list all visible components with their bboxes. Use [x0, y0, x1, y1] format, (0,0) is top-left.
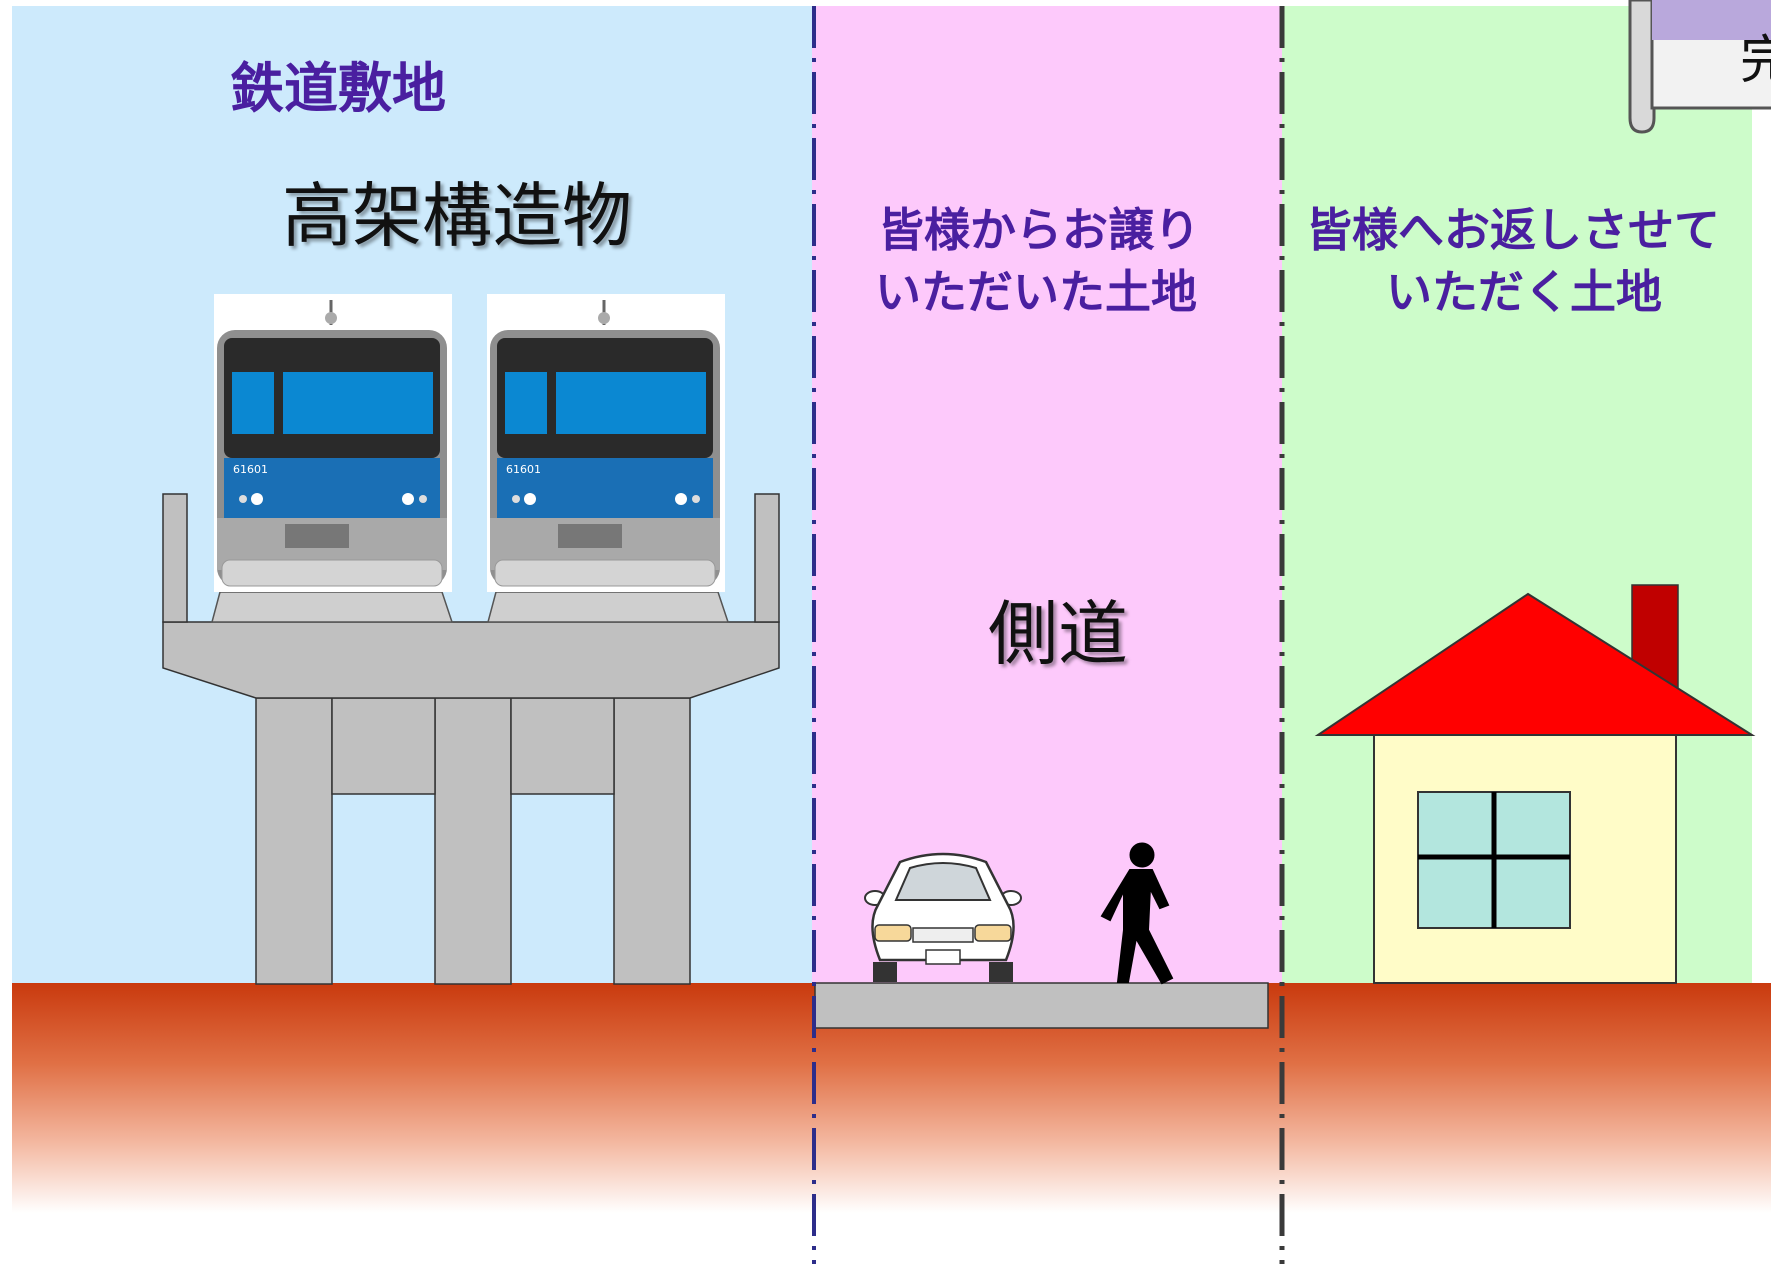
returned-land-caption-line1: 皆様へお返しさせて [1306, 203, 1720, 257]
acquired-land-zone [812, 6, 1282, 986]
completion-banner [1628, 0, 1771, 134]
viaduct-beam [510, 697, 615, 795]
side-road-label: 側道 [988, 593, 1128, 675]
train-number: 61601 [233, 463, 268, 476]
viaduct-beam [331, 697, 436, 795]
acquired-land-caption-line2: いただいた土地 [875, 265, 1197, 319]
railway-land-heading: 鉄道敷地 [230, 57, 446, 120]
house-icon [1314, 584, 1756, 984]
parapet-left [162, 493, 188, 623]
viaduct-column [613, 697, 691, 985]
elevated-structure-label: 高架構造物 [282, 175, 632, 257]
car-icon [864, 852, 1022, 982]
parapet-right [754, 493, 780, 623]
viaduct-deck [162, 621, 780, 699]
viaduct-structure [162, 493, 780, 985]
train-left [214, 294, 452, 592]
pedestrian-icon [1100, 842, 1174, 985]
side-road-slab [814, 982, 1269, 1029]
acquired-land-caption-line1: 皆様からお譲り [878, 203, 1200, 257]
viaduct-column [255, 697, 333, 985]
train-number: 61601 [506, 463, 541, 476]
ballast-right [487, 591, 730, 623]
completion-banner-text: 完 [1740, 31, 1771, 91]
train-right [487, 294, 725, 592]
ballast-left [211, 591, 454, 623]
viaduct-column [434, 697, 512, 985]
returned-land-caption-line2: いただく土地 [1386, 265, 1662, 319]
